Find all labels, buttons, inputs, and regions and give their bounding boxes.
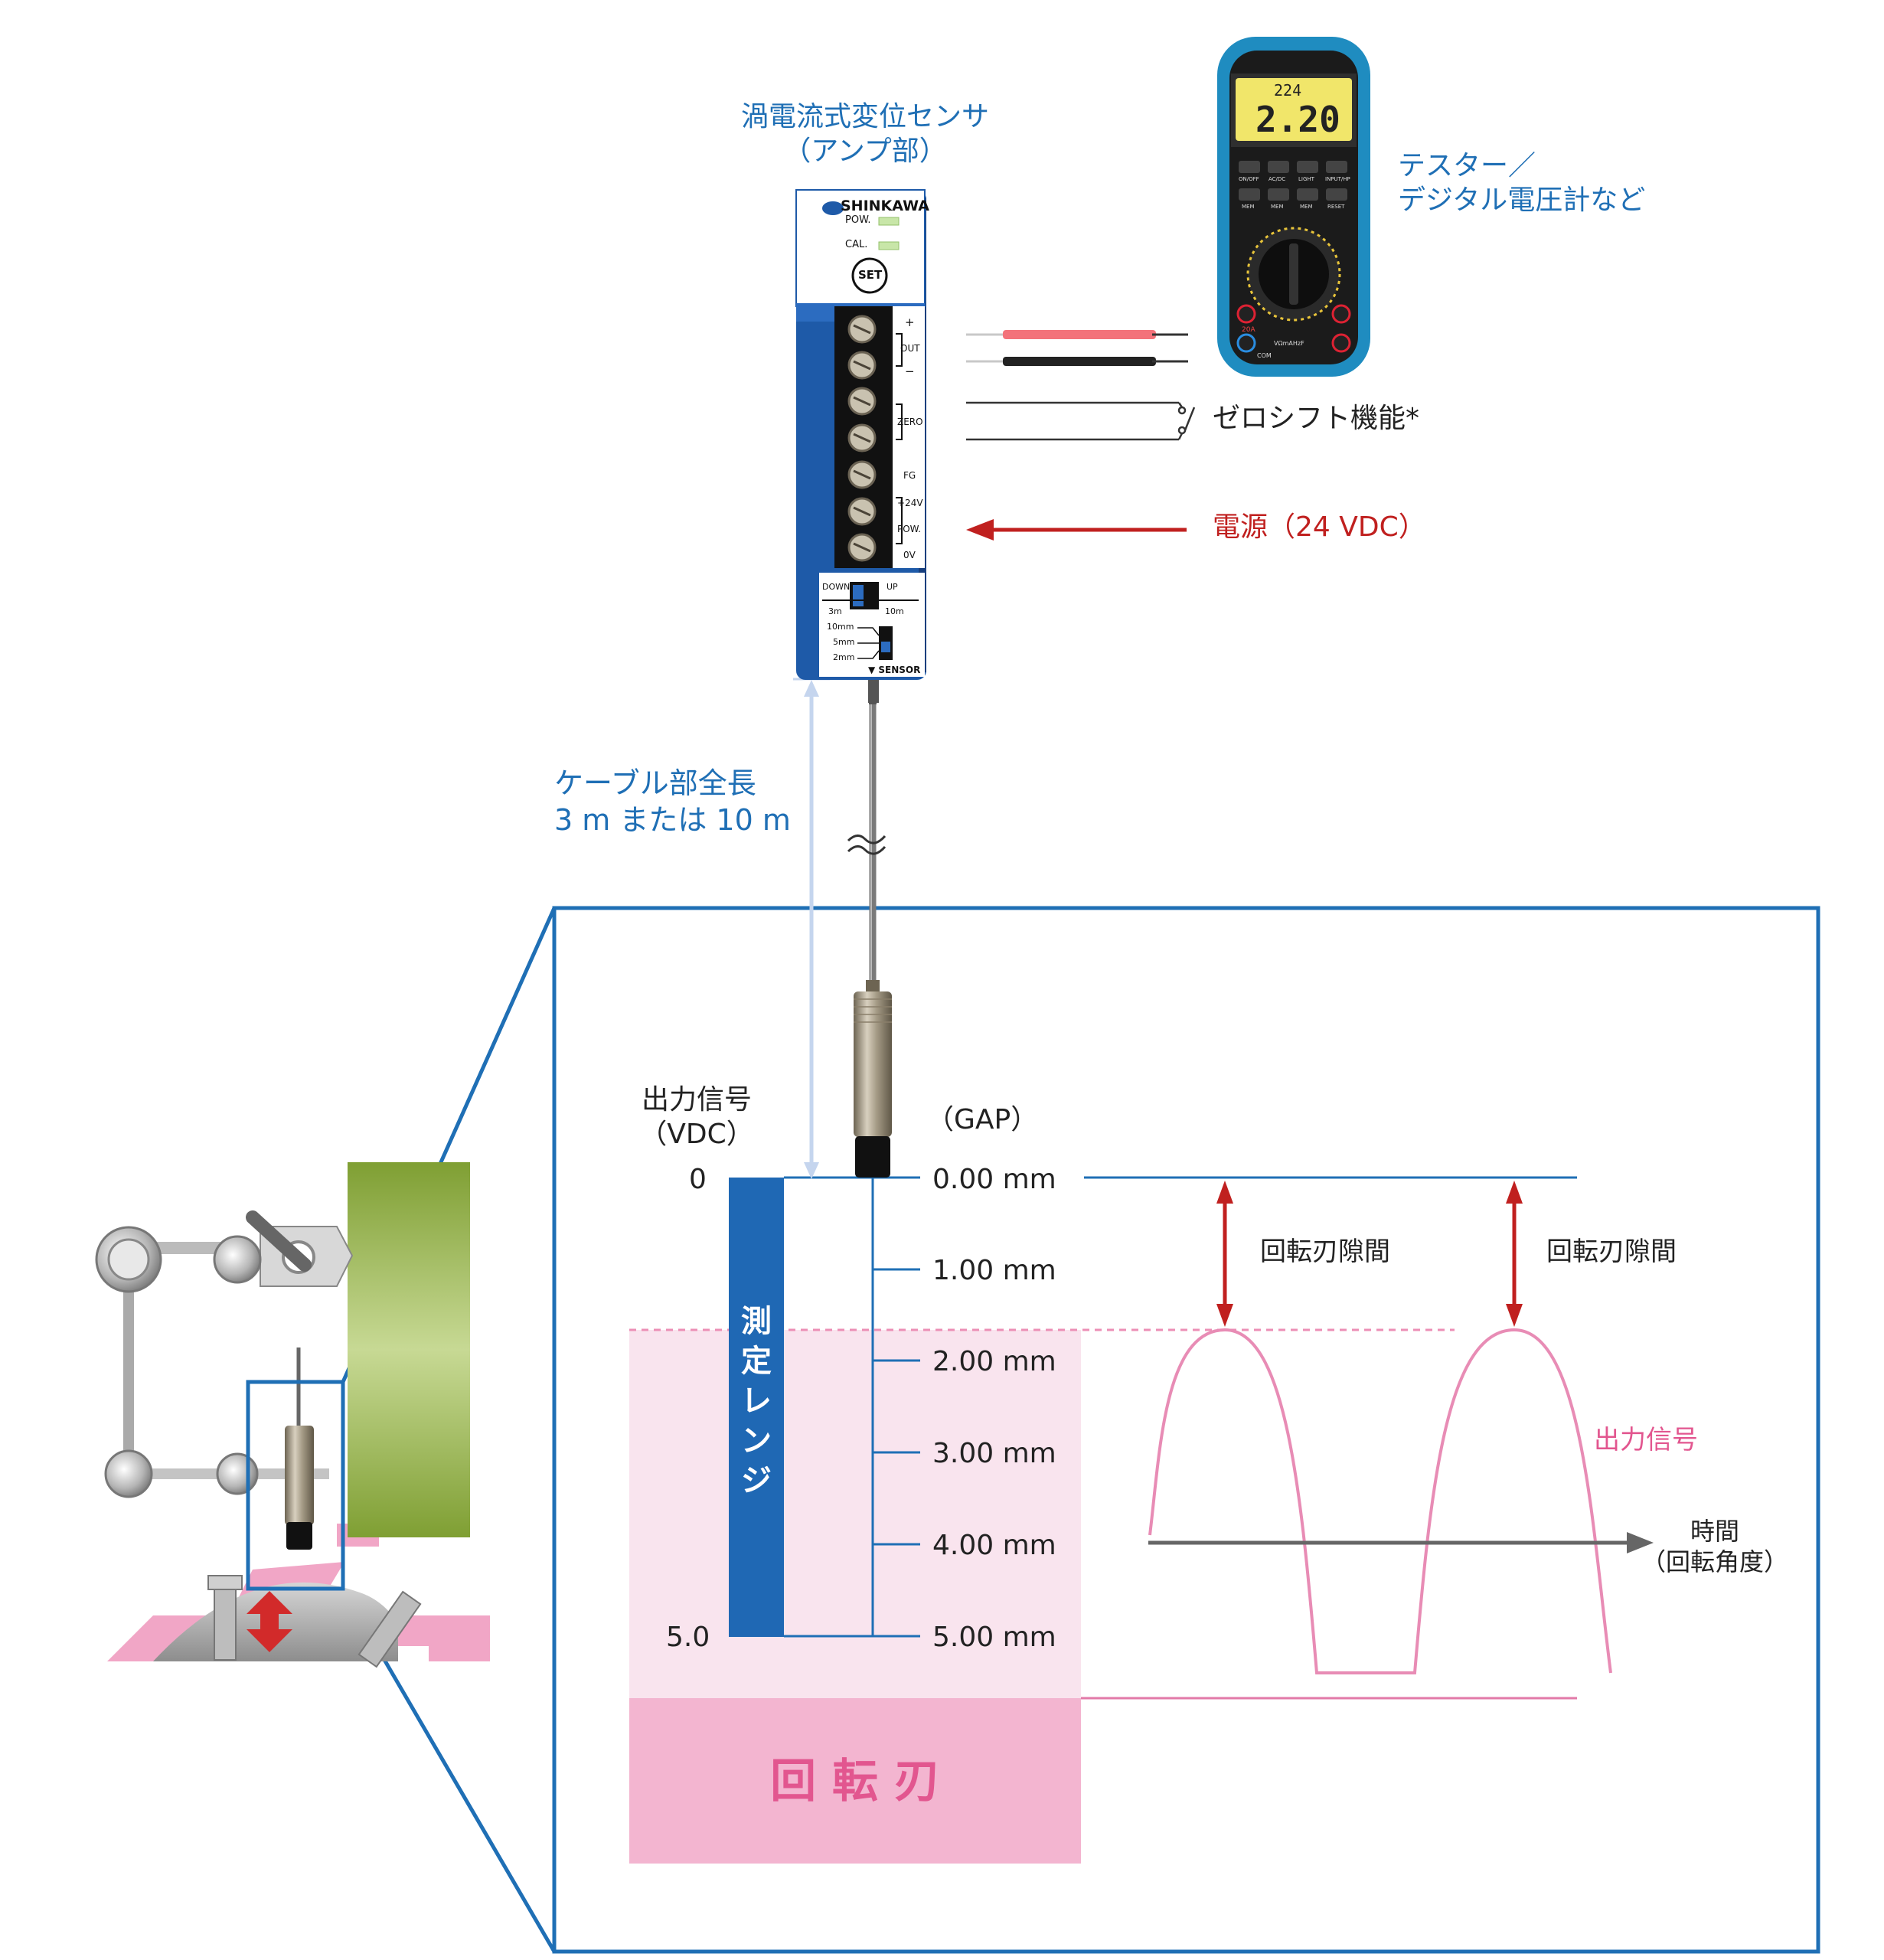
- tester-display: [1236, 78, 1352, 141]
- tester-port-v: VΩmAHzF: [1274, 340, 1304, 347]
- amp-brand: SHINKAWA: [841, 198, 929, 214]
- output-axis-title: 出力信号 （VDC）: [612, 1083, 781, 1152]
- measure-range-char-4: ン: [741, 1423, 772, 1459]
- tester-display-main: 2.20: [1255, 99, 1340, 140]
- gap-label-1: 回転刃隙間: [1260, 1236, 1390, 1267]
- amp-title-line1: 渦電流式変位センサ: [740, 101, 989, 132]
- measure-range-char-2: 定: [741, 1344, 772, 1379]
- tester-device: [1217, 37, 1370, 377]
- gap-tick-1: 1.00 mm: [932, 1255, 1056, 1286]
- tester-port-20a: 20A: [1242, 326, 1255, 334]
- tester-label: テスター／ デジタル電圧計など: [1398, 149, 1645, 217]
- cable-length-arrow: [793, 678, 830, 1179]
- range-5mm: 5mm: [833, 637, 855, 647]
- time-axis-label: 時間 （回転角度）: [1638, 1516, 1791, 1577]
- output-axis-top: 0: [689, 1164, 707, 1195]
- cable-10m: 10m: [885, 606, 904, 616]
- power-arrow: [966, 519, 1187, 541]
- gap-tick-0: 0.00 mm: [932, 1164, 1056, 1195]
- gap-label-2: 回転刃隙間: [1546, 1236, 1677, 1267]
- signal-label: 出力信号: [1594, 1425, 1698, 1455]
- measure-range-label: 測 定 レ ン ジ: [729, 1302, 784, 1501]
- tester-btn-2: AC/DC: [1269, 176, 1286, 182]
- tester-btn-4: INPUT/HP: [1325, 176, 1350, 182]
- tester-btn-6: MEM: [1271, 204, 1284, 210]
- amp-title: 渦電流式変位センサ （アンプ部）: [697, 100, 1033, 168]
- output-wires: [966, 330, 1188, 366]
- amp-led-pow: POW.: [845, 214, 871, 226]
- time-axis-line1: 時間: [1690, 1517, 1739, 1546]
- gap-arrow-2: [1506, 1181, 1523, 1327]
- gap-tick-5: 5.00 mm: [932, 1622, 1056, 1653]
- output-waveform: [1148, 1328, 1612, 1674]
- terminal-fg: FG: [903, 470, 916, 481]
- terminal-24v: +24V: [897, 498, 923, 508]
- tester-btn-8: RESET: [1327, 204, 1345, 210]
- terminal-0v: 0V: [903, 550, 916, 560]
- tester-display-small: 224: [1274, 81, 1302, 100]
- terminal-plus: +: [905, 315, 915, 329]
- cable-length-label: ケーブル部全長 3 m または 10 m: [554, 766, 791, 838]
- measure-range-char-5: ジ: [741, 1463, 772, 1498]
- blade-label: 回 転 刃: [770, 1755, 940, 1808]
- cable-3m: 3m: [828, 606, 842, 616]
- range-2mm: 2mm: [833, 652, 855, 662]
- terminal-zero: ZERO: [897, 416, 923, 427]
- range-10mm: 10mm: [827, 622, 854, 632]
- gap-arrow-1: [1216, 1181, 1233, 1327]
- terminal-pow: POW.: [897, 524, 921, 534]
- switch-up: UP: [886, 582, 898, 592]
- measure-range-char-3: レ: [741, 1383, 772, 1419]
- tester-btn-1: ON/OFF: [1239, 176, 1259, 182]
- tester-btn-5: MEM: [1242, 204, 1255, 210]
- time-axis-arrow: [1148, 1532, 1654, 1553]
- cable-break-icon: [847, 835, 886, 855]
- time-axis-line2: （回転角度）: [1641, 1547, 1788, 1576]
- tester-label-line2: デジタル電圧計など: [1398, 185, 1646, 216]
- terminal-out: OUT: [900, 343, 920, 354]
- terminal-minus: −: [905, 364, 915, 378]
- blade-block: [629, 1698, 1081, 1864]
- sensor-label: ▼ SENSOR: [868, 665, 921, 675]
- tester-btn-7: MEM: [1300, 204, 1313, 210]
- output-axis-bottom: 5.0: [666, 1622, 710, 1653]
- cable-length-line1: ケーブル部全長: [554, 766, 756, 800]
- cable-length-line2: 3 m または 10 m: [554, 802, 791, 837]
- gap-tick-2: 2.00 mm: [932, 1346, 1056, 1377]
- power-label: 電源（24 VDC）: [1213, 511, 1426, 543]
- gap-tick-3: 3.00 mm: [932, 1438, 1056, 1469]
- amp-title-line2: （アンプ部）: [783, 136, 947, 167]
- terminal-screws: [847, 315, 877, 562]
- measure-range-char-1: 測: [741, 1304, 772, 1339]
- set-button[interactable]: [851, 257, 888, 294]
- probe: [847, 674, 892, 1178]
- measure-range-bar: [729, 1178, 784, 1637]
- tester-port-com: COM: [1257, 352, 1272, 359]
- amp-led-cal: CAL.: [845, 239, 868, 250]
- switch-down: DOWN: [822, 582, 851, 592]
- zero-shift-label: ゼロシフト機能*: [1213, 403, 1420, 434]
- output-axis-line1: 出力信号: [641, 1084, 752, 1116]
- gap-tick-4: 4.00 mm: [932, 1530, 1056, 1561]
- amplifier-unit: [795, 189, 926, 703]
- machine-illustration: [95, 1162, 490, 1668]
- set-button-label: SET: [858, 268, 883, 282]
- tester-label-line1: テスター／: [1398, 150, 1536, 181]
- zero-shift-wires: [966, 401, 1196, 441]
- output-axis-line2: （VDC）: [639, 1119, 754, 1150]
- gap-axis-title: （GAP）: [926, 1104, 1039, 1135]
- gap-axis: [784, 1176, 920, 1638]
- tester-btn-3: LIGHT: [1298, 176, 1314, 182]
